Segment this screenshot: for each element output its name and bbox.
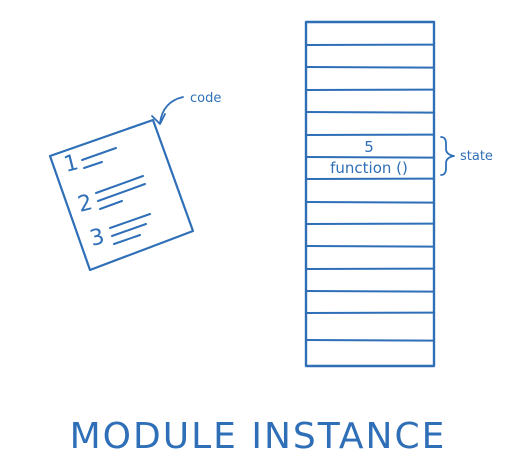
memory-column-outline [304,20,436,368]
memory-cell-divider [305,201,435,204]
code-line-2-c [99,200,123,210]
code-line-1-a [81,147,117,161]
memory-cell-divider [305,339,435,342]
code-document: 1 2 3 [48,118,195,272]
code-line-3-c [113,234,141,245]
code-page-outline [48,118,195,272]
code-annotation: code [151,91,221,125]
memory-value-function: function () [330,159,408,177]
memory-cell-divider [305,111,435,114]
code-line-1-b [83,161,103,169]
code-label: code [190,91,221,106]
code-line-3-a [109,213,151,229]
state-brace-icon [440,136,455,176]
state-label: state [460,149,493,164]
memory-cell-divider [305,66,435,69]
code-line-2-a [95,175,144,194]
code-line-number-1: 1 [61,150,81,178]
code-arrow-icon [159,96,184,124]
memory-cell-divider [305,245,435,248]
code-line-number-3: 3 [87,224,107,252]
code-line-2-b [97,183,146,202]
memory-value-number: 5 [364,138,374,156]
diagram-title: MODULE INSTANCE [70,416,447,457]
memory-cell-divider [305,156,435,159]
memory-cell-dividers [305,43,435,342]
code-arrow-head-icon [151,113,166,125]
state-annotation: state [440,136,493,176]
memory-column: 5 function () [304,20,436,368]
code-line-number-2: 2 [75,190,95,218]
code-line-3-b [111,223,147,237]
memory-cell-divider [305,290,435,293]
